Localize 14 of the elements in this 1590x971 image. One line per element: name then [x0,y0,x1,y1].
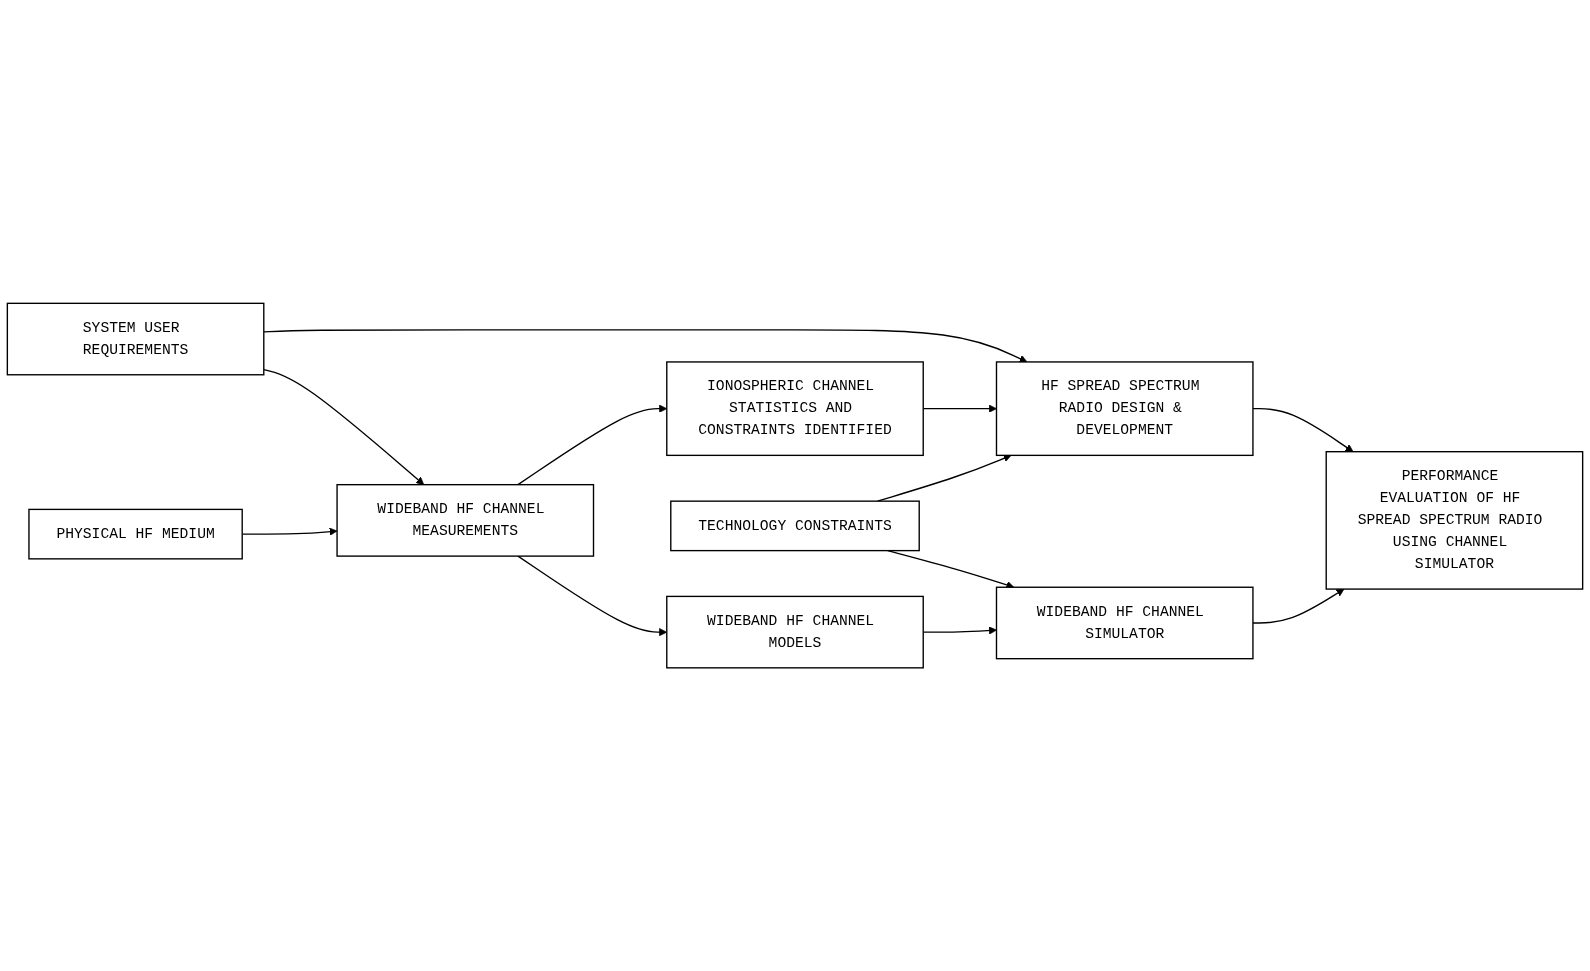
arrow [887,549,1015,589]
arrow [1252,588,1345,624]
node-box: IONOSPHERIC CHANNEL STATISTICS AND CONSTRAINTS IDENTIFIED [666,361,924,456]
arrow [263,329,1028,363]
node-box: WIDEBAND HF CHANNEL MEASUREMENTS [336,483,595,557]
node-box: SYSTEM USER REQUIREMENTS [6,302,265,376]
node-box: TECHNOLOGY CONSTRAINTS [670,500,920,552]
arrow [263,368,425,485]
node-box: PERFORMANCE EVALUATION OF HF SPREAD SPECTRUM RADIO USING CHANNEL SIMULATOR [1325,450,1584,590]
node-box: WIDEBAND HF CHANNEL SIMULATOR [995,586,1254,660]
node-box: HF SPREAD SPECTRUM RADIO DESIGN & DEVELOPMENT [995,361,1254,456]
arrow [1252,407,1354,452]
node-box: PHYSICAL HF MEDIUM [28,508,243,560]
node-box: WIDEBAND HF CHANNEL MODELS [666,595,924,669]
